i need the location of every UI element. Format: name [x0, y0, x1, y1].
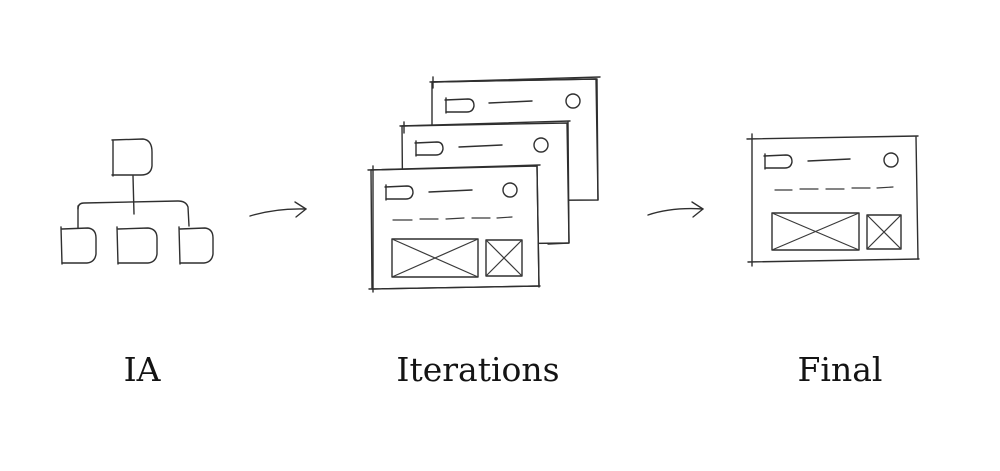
stage-label-final: Final — [798, 350, 883, 389]
stage-label-iterations: Iterations — [396, 350, 559, 389]
arrow-right-icon — [250, 202, 306, 217]
arrow-right-icon — [648, 202, 703, 217]
stage-label-ia: IA — [124, 350, 161, 389]
sitemap-tree-icon — [61, 139, 213, 264]
wireframe-front — [368, 165, 540, 292]
wireframe-final — [747, 134, 919, 266]
